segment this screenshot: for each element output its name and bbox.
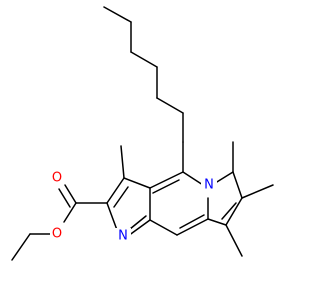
atom-o-carbonyl: O — [52, 171, 62, 186]
bond-methyl-bottom — [225, 224, 243, 257]
bond-ring6-e-inner — [179, 214, 205, 229]
bond-chain-1 — [103, 6, 132, 23]
bond-ring5l-a — [123, 177, 151, 189]
bond-ester-o — [63, 202, 77, 223]
atom-n-ring: N — [204, 178, 214, 193]
pyrrole-ring-right — [207, 141, 274, 257]
bond-methyl-right — [241, 184, 274, 199]
bond-chain-3 — [130, 51, 158, 68]
bond-ethyl-2 — [11, 233, 31, 261]
bond-ring6-a — [149, 171, 184, 189]
bond-ring5l-d — [127, 219, 151, 237]
atom-labels: O O N N — [50, 170, 217, 244]
bond-carbonyl-1 — [64, 184, 77, 204]
bond-ring5l-c — [106, 202, 118, 231]
bond-carbonyl-2 — [58, 188, 71, 208]
bond-ring6-b — [182, 171, 204, 186]
pyridine-ring — [149, 171, 209, 236]
molecule-structure: O O N N — [11, 6, 274, 261]
bond-ring5l-b-inner — [113, 186, 129, 208]
bond-ring5l-d-inner — [129, 215, 147, 230]
bond-ring6-a-inner — [152, 179, 180, 194]
pyrrole-ring-left — [106, 145, 151, 237]
bond-ring5r-b — [232, 171, 243, 199]
bond-ring5r-d — [207, 218, 227, 226]
bond-ring5l-b — [106, 177, 125, 204]
ester-group — [11, 184, 108, 261]
heptyl-chain — [103, 6, 184, 173]
bond-ring5r-c — [225, 197, 243, 226]
bond-ring6-e — [176, 218, 209, 236]
atom-o-ester: O — [52, 227, 62, 242]
structure-canvas: O O N N — [11, 6, 274, 261]
bond-methyl-left — [120, 145, 125, 179]
bond-ring5r-c-inner — [221, 202, 237, 220]
bond-chain-5 — [156, 97, 184, 114]
bond-ring6-d — [149, 219, 178, 236]
atom-n-imine: N — [118, 229, 128, 244]
